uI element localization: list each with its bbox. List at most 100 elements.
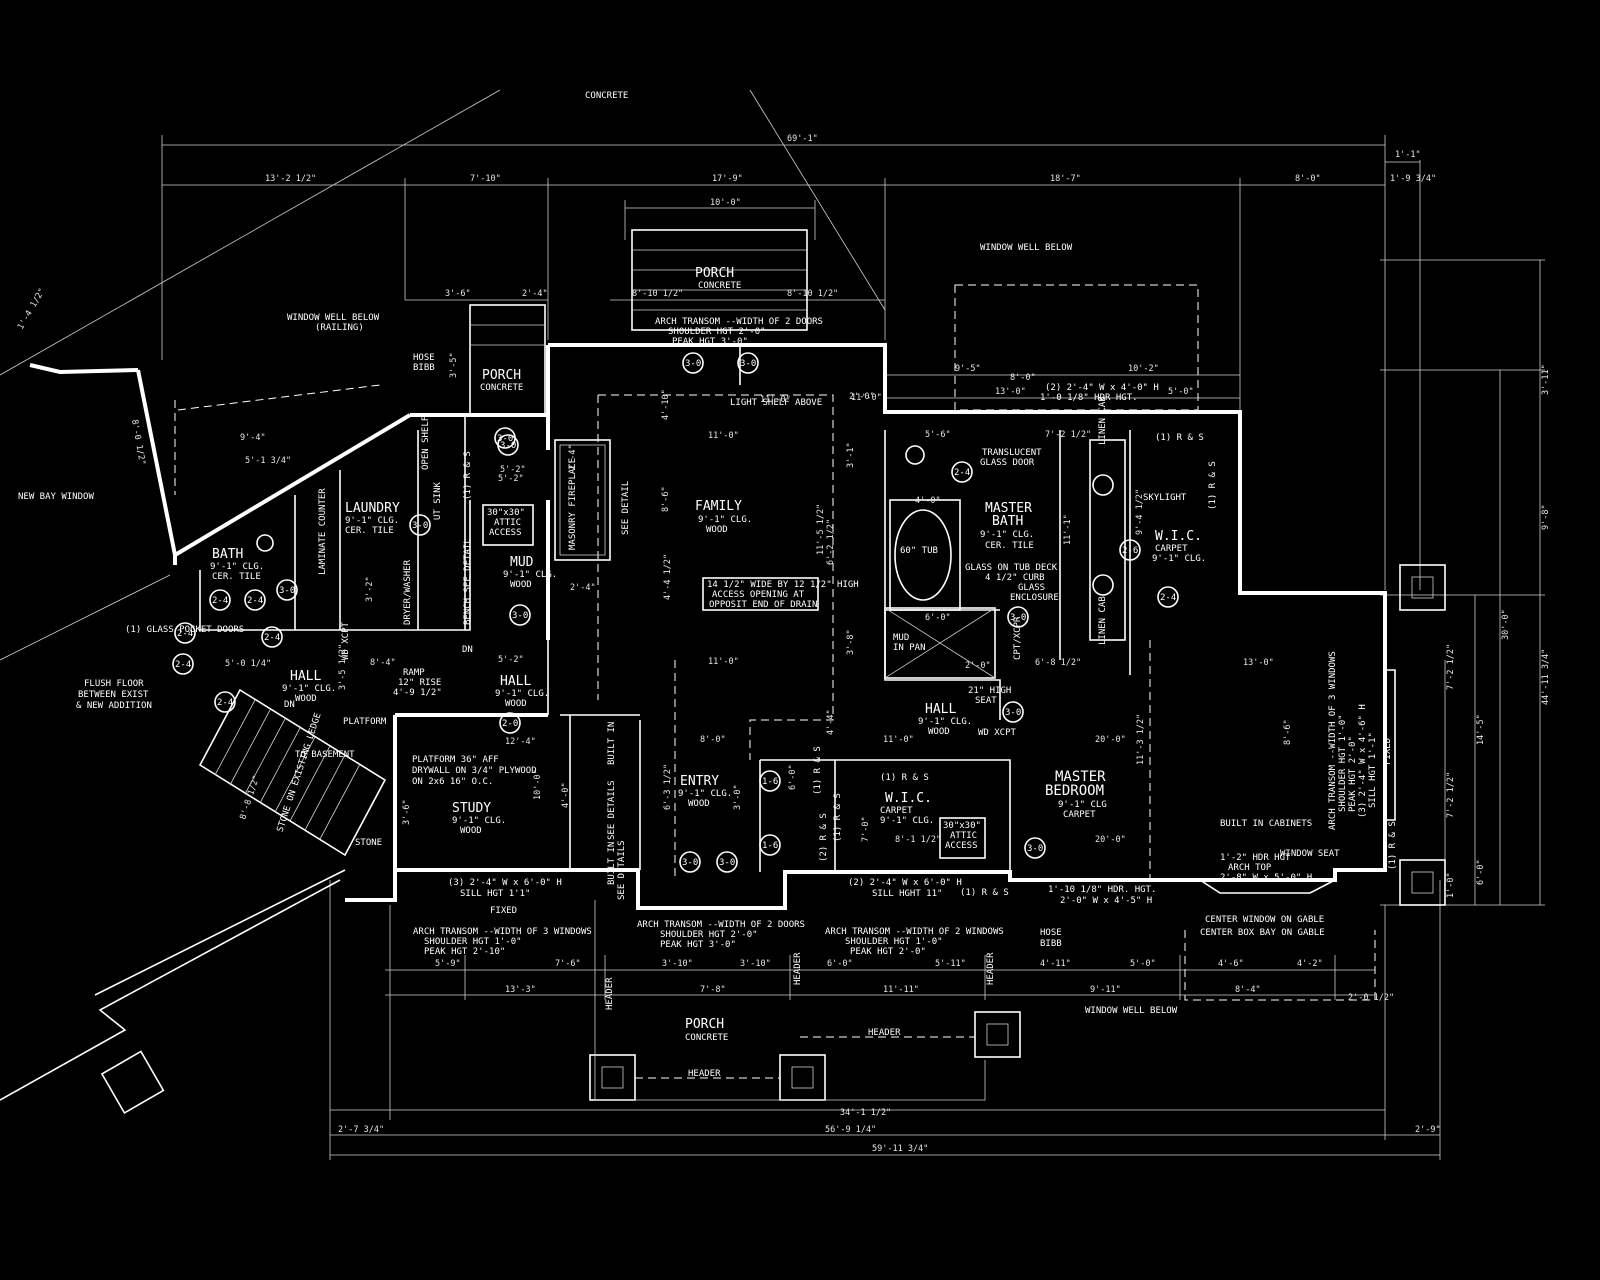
svg-text:2-0: 2-0	[502, 719, 518, 729]
svg-text:3-0: 3-0	[740, 359, 756, 369]
fireplace-label: MASONRY FIREPLACE	[568, 458, 578, 550]
window-note: 1'-10 1/8" HDR. HGT.	[1048, 885, 1156, 895]
svg-text:1-6: 1-6	[762, 841, 778, 851]
svg-text:(1) R & S: (1) R & S	[1388, 821, 1398, 870]
svg-text:MUD: MUD	[510, 555, 534, 570]
svg-text:2-4: 2-4	[217, 698, 233, 708]
svg-text:5'-0 1/4": 5'-0 1/4"	[225, 659, 271, 669]
svg-text:11'-0": 11'-0"	[760, 395, 791, 405]
stone-label: STONE	[355, 838, 382, 848]
svg-text:(2) R & S: (2) R & S	[819, 813, 829, 862]
svg-text:12'-4": 12'-4"	[505, 737, 536, 747]
svg-text:3-0: 3-0	[719, 858, 735, 868]
svg-text:4'-0": 4'-0"	[915, 496, 941, 506]
svg-text:CONCRETE: CONCRETE	[698, 281, 741, 291]
arch-transom-note: PEAK HGT 3'-0"	[672, 337, 748, 347]
header-label: HEADER	[868, 1028, 901, 1038]
svg-text:8'-6": 8'-6"	[1283, 719, 1293, 745]
porch-mid-steps	[469, 304, 546, 416]
platform-note: ON 2x6 16" O.C.	[412, 777, 493, 787]
tub-glass-note: GLASS ON TUB DECK	[965, 563, 1058, 573]
svg-text:STUDY: STUDY	[452, 801, 491, 816]
svg-text:4'-11": 4'-11"	[1040, 959, 1071, 969]
room-laundry: LAUNDRY 9'-1" CLG. CER. TILE	[345, 501, 400, 536]
window-note: (2) 2'-4" W x 6'-0" H	[848, 878, 962, 888]
flush-floor-note: FLUSH FLOOR	[84, 679, 144, 689]
room-porch-mid: PORCH CONCRETE	[480, 368, 523, 393]
mud-pan-note: MUD	[893, 633, 909, 643]
header-label: HEADER	[793, 952, 803, 985]
svg-text:30'-0": 30'-0"	[1501, 609, 1511, 640]
svg-text:BATH: BATH	[212, 547, 243, 562]
room-porch-bottom: PORCH CONCRETE	[685, 1017, 728, 1043]
svg-text:CARPET: CARPET	[1063, 810, 1096, 820]
svg-text:2'-9": 2'-9"	[1415, 1125, 1441, 1135]
translucent-door-note: TRANSLUCENT	[982, 448, 1042, 458]
svg-text:13'-3": 13'-3"	[505, 985, 536, 995]
ramp-label: 12" RISE	[398, 678, 441, 688]
svg-text:9'-4": 9'-4"	[240, 433, 266, 443]
svg-text:3'-5 1/2": 3'-5 1/2"	[338, 644, 348, 690]
room-master-bedroom: MASTER BEDROOM 9'-1" CLG CARPET	[1045, 769, 1107, 820]
svg-text:4'-2": 4'-2"	[1297, 959, 1323, 969]
new-bay-window-label: NEW BAY WINDOW	[18, 492, 94, 502]
svg-text:4'-6": 4'-6"	[1218, 959, 1244, 969]
svg-text:11'-11": 11'-11"	[883, 985, 919, 995]
window-note: 2'-0" W x 4'-5" H	[1060, 896, 1152, 906]
arch-top-note: 1'-2" HDR HGT	[1220, 853, 1291, 863]
built-in-label: BUILT IN	[607, 842, 617, 885]
svg-text:11'-0": 11'-0"	[708, 431, 739, 441]
svg-text:9'-1" CLG.: 9'-1" CLG.	[495, 689, 549, 699]
door-tags: 3-0 3-0 2-4 2-4 3-0 3-0 3-0 3-0 2-4 2-4 …	[172, 352, 1179, 873]
svg-text:ENTRY: ENTRY	[680, 774, 719, 789]
svg-text:(1) R & S: (1) R & S	[880, 773, 929, 783]
hose-bibb-label: HOSE	[1040, 928, 1062, 938]
svg-text:(1) R & S: (1) R & S	[960, 888, 1009, 898]
header-label: HEADER	[605, 977, 615, 1010]
svg-text:13'-0": 13'-0"	[995, 387, 1026, 397]
svg-text:56'-9 1/4": 56'-9 1/4"	[825, 1125, 876, 1135]
svg-text:7'-8": 7'-8"	[700, 985, 726, 995]
down-label: DN	[462, 645, 473, 655]
window-note: (3) 2'-4" W x 6'-0" H	[448, 878, 562, 888]
porch-bottom-outline	[594, 900, 986, 1101]
svg-text:(1) R & S: (1) R & S	[463, 451, 473, 500]
svg-text:8'-0": 8'-0"	[700, 735, 726, 745]
svg-text:2'-4": 2'-4"	[522, 289, 548, 299]
svg-text:7'-0": 7'-0"	[861, 816, 871, 842]
room-porch-top: PORCH CONCRETE	[695, 266, 741, 291]
svg-text:CARPET: CARPET	[880, 806, 913, 816]
svg-text:11'-3 1/2": 11'-3 1/2"	[1136, 714, 1146, 765]
svg-text:3-0: 3-0	[497, 434, 513, 444]
room-hall-left: HALL 9'-1" CLG. WOOD	[282, 669, 336, 704]
view-line	[749, 89, 886, 311]
bathtub	[894, 509, 952, 601]
fireplace	[554, 439, 611, 561]
seat-note: SEAT	[975, 696, 997, 706]
arch-right-note: PEAK HGT 2'-0"	[1348, 736, 1358, 812]
svg-text:8'-8 1/2": 8'-8 1/2"	[238, 774, 262, 821]
window-note: SILL HGT 1'1"	[460, 889, 530, 899]
basement-stair	[198, 688, 387, 857]
svg-text:4'-4": 4'-4"	[826, 709, 836, 735]
svg-text:9'-8": 9'-8"	[1541, 504, 1551, 530]
dryer-washer-label: DRYER/WASHER	[403, 559, 413, 625]
cpt-xcpr-label: CPT/XCPR	[1013, 616, 1023, 660]
svg-text:CARPET: CARPET	[1155, 544, 1188, 554]
svg-text:9'-1" CLG: 9'-1" CLG	[1058, 800, 1107, 810]
pocket-doors-note: (1) GLASS POCKET DOORS	[125, 625, 244, 635]
svg-text:9'-1" CLG.: 9'-1" CLG.	[980, 530, 1034, 540]
svg-text:2'-0": 2'-0"	[965, 661, 991, 671]
fixed-label: FIXED	[490, 906, 517, 916]
svg-text:9'-4 1/2": 9'-4 1/2"	[1135, 489, 1145, 535]
laminate-label: LAMINATE COUNTER	[318, 488, 328, 575]
svg-text:HALL: HALL	[925, 702, 956, 717]
svg-text:2-4: 2-4	[247, 596, 263, 606]
attic-access-label: 30"x30"	[943, 821, 981, 831]
toilet-icon	[256, 534, 274, 552]
svg-text:WOOD: WOOD	[510, 580, 532, 590]
svg-text:8'-0": 8'-0"	[1295, 174, 1321, 184]
svg-text:6'-2 1/2": 6'-2 1/2"	[826, 519, 836, 565]
svg-text:2-4: 2-4	[264, 633, 280, 643]
porch-top-steps	[631, 229, 808, 331]
